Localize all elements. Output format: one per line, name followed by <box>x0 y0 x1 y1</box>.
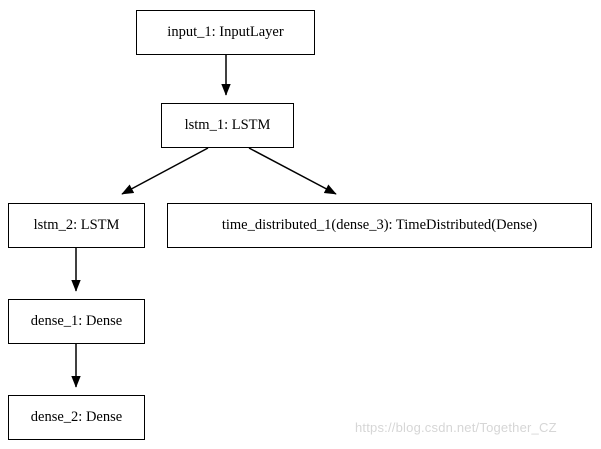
edge-lstm_1-to-lstm_2 <box>121 147 209 195</box>
node-label: dense_1: Dense <box>30 313 123 330</box>
node-dense-2[interactable]: dense_2: Dense <box>8 395 145 440</box>
node-label: input_1: InputLayer <box>167 24 284 41</box>
node-lstm-2[interactable]: lstm_2: LSTM <box>8 203 145 248</box>
node-label: lstm_2: LSTM <box>33 217 120 234</box>
node-lstm-1[interactable]: lstm_1: LSTM <box>161 103 294 148</box>
edge-lstm_1-to-time_distributed <box>248 147 337 195</box>
node-label: lstm_1: LSTM <box>184 117 271 134</box>
node-label: time_distributed_1(dense_3): TimeDistrib… <box>221 217 538 234</box>
node-dense-1[interactable]: dense_1: Dense <box>8 299 145 344</box>
node-label: dense_2: Dense <box>30 409 123 426</box>
watermark-text: https://blog.csdn.net/Together_CZ <box>355 420 557 435</box>
node-input-1[interactable]: input_1: InputLayer <box>136 10 315 55</box>
node-time-distributed-1[interactable]: time_distributed_1(dense_3): TimeDistrib… <box>167 203 592 248</box>
